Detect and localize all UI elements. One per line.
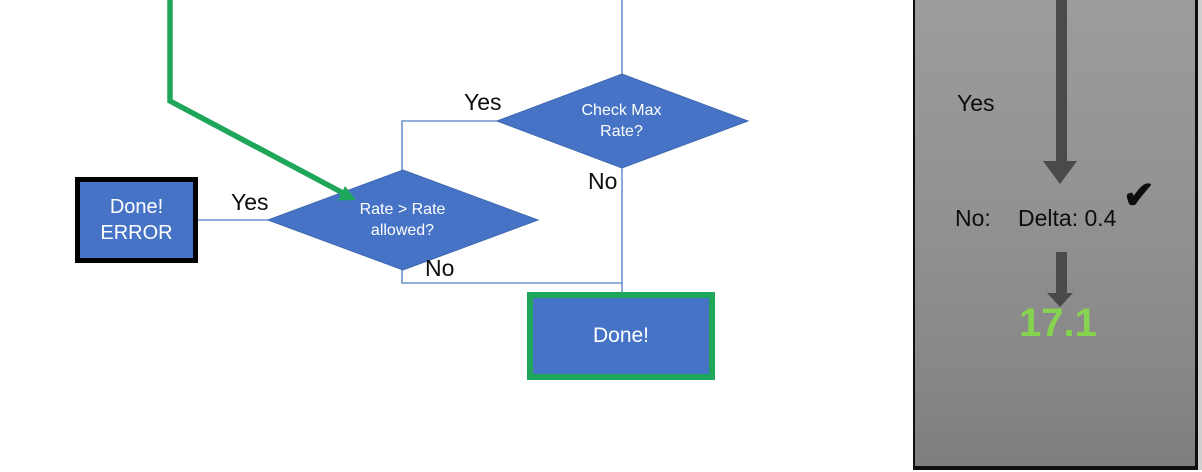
branch-label-check-max-yes: Yes (464, 89, 502, 115)
panel-yes-label: Yes (957, 90, 995, 116)
down-arrow-head-icon (1047, 293, 1073, 307)
down-arrow-icon (1056, 0, 1067, 161)
terminal-done-label: Done! (592, 324, 650, 347)
panel-no-label: No: (955, 205, 991, 231)
terminal-done-error-line1: Done! (109, 196, 164, 218)
down-arrow-icon (1056, 252, 1067, 293)
terminal-done-error-line2: ERROR (100, 222, 173, 244)
terminal-done-box: Done! (527, 292, 715, 380)
green-arrow-head-icon (338, 186, 356, 201)
decision-check-max-rate-shape (495, 73, 750, 169)
panel-result-value: 17.1 (1019, 301, 1097, 345)
terminal-done-error-box: Done! ERROR (75, 177, 198, 263)
decision-check-max-rate-label: Check Max Rate? (581, 102, 662, 140)
branch-label-rate-allowed-yes: Yes (231, 189, 269, 215)
branch-label-rate-allowed-no: No (425, 255, 455, 281)
green-arrow-line (167, 0, 345, 196)
decision-rate-allowed-shape (266, 169, 540, 271)
checkmark-icon: ✔ (1123, 175, 1155, 217)
side-status-panel: Yes No: Delta: 0.4 ✔ 17.1 (913, 0, 1198, 470)
right-edge-strip (1198, 0, 1202, 470)
down-arrow-head-icon (1043, 161, 1077, 184)
panel-delta-value: Delta: 0.4 (1018, 205, 1117, 231)
branch-label-check-max-no: No (588, 168, 618, 194)
decision-rate-allowed-label: Rate > Rate allowed? (359, 201, 446, 239)
